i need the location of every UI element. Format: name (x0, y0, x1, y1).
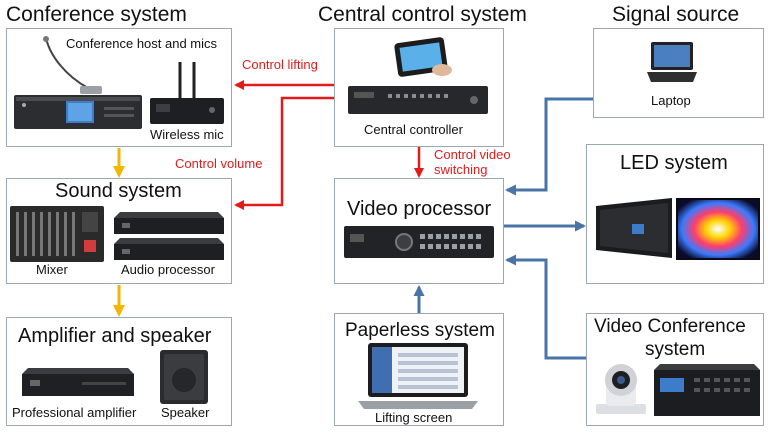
laptop-icon (647, 42, 697, 82)
professional-amplifier-icon (22, 368, 134, 396)
led-cabinet-icon (596, 198, 672, 258)
control-volume-label: Control volume (175, 156, 263, 171)
laptop-to-processor-arrow (505, 97, 593, 196)
lifting-screen-label: Lifting screen (375, 410, 453, 425)
conference-system-heading: Conference system (6, 3, 187, 26)
mixer-icon (10, 206, 104, 262)
ptz-camera-icon (596, 364, 646, 414)
signal-source-heading: Signal source (612, 3, 740, 26)
gooseneck-mic-icon (43, 36, 102, 94)
paperless-system-heading: Paperless system (345, 320, 495, 341)
video-conference-heading-line1: Video Conference (594, 316, 746, 337)
audio-processor-icon (114, 212, 224, 260)
conference-host-icon (14, 95, 142, 129)
amplifier-speaker-heading: Amplifier and speaker (18, 325, 212, 347)
led-screen-icon (676, 198, 760, 260)
sound-system-heading: Sound system (55, 180, 182, 202)
control-video-label-line1: Control video (434, 147, 511, 162)
tablet-icon (394, 37, 452, 77)
control-lifting-label: Control lifting (242, 57, 318, 72)
video-conference-heading-line2: system (645, 339, 706, 360)
lifting-screen-icon (358, 343, 478, 409)
central-controller-label: Central controller (364, 122, 463, 137)
audio-processor-label: Audio processor (121, 262, 215, 277)
speaker-label: Speaker (161, 405, 210, 420)
led-system-heading: LED system (620, 152, 728, 174)
video-conference-unit-icon (654, 364, 760, 416)
wireless-mic-receiver-icon (150, 62, 224, 124)
laptop-label: Laptop (651, 93, 691, 108)
conference-host-label: Conference host and mics (66, 36, 218, 51)
videoconf-to-processor-arrow (505, 254, 586, 360)
control-volume-arrow (234, 96, 334, 210)
mixer-label: Mixer (36, 262, 68, 277)
central-control-heading: Central control system (318, 3, 527, 26)
control-video-label-line2: switching (434, 162, 488, 177)
video-processor-icon (344, 226, 494, 258)
wireless-mic-label: Wireless mic (150, 127, 224, 142)
speaker-icon (160, 350, 208, 404)
video-processor-heading: Video processor (347, 198, 492, 220)
professional-amplifier-label: Professional amplifier (12, 405, 137, 420)
central-controller-icon (348, 86, 488, 114)
